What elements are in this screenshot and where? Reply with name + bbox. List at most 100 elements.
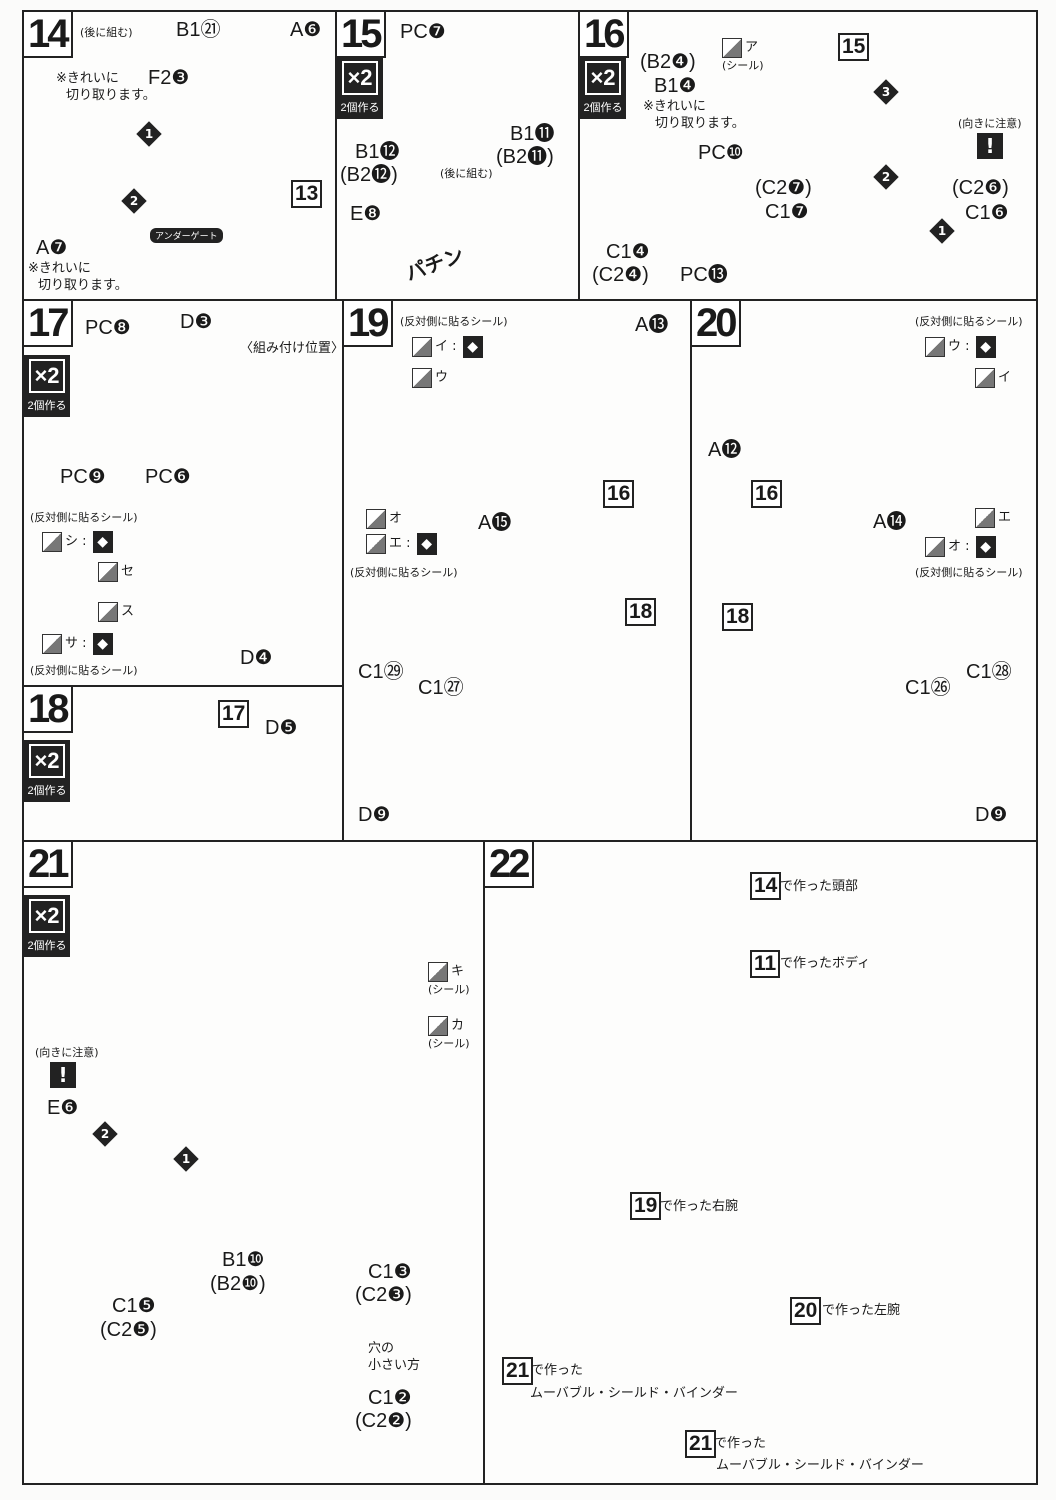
order-marker: 1 xyxy=(136,121,162,147)
part-label: A⓭ xyxy=(635,314,669,336)
cut-note: ※きれいに切り取ります。 xyxy=(56,70,156,104)
step-number: 22 xyxy=(485,842,534,888)
step-22-panel xyxy=(483,840,1038,1485)
step-ref-box: 16 xyxy=(751,480,783,508)
step-17-panel xyxy=(22,299,344,687)
flip-icon: ◆ xyxy=(92,632,113,655)
part-label: B1⓬ xyxy=(355,141,400,163)
part-label: D❹ xyxy=(240,647,273,669)
part-label: D❾ xyxy=(975,804,1008,826)
part-label: C1㉙ xyxy=(358,661,404,683)
part-label: PC❼ xyxy=(400,21,446,43)
cut-note-line1: ※きれいに xyxy=(56,71,119,86)
part-label: C1❺ xyxy=(112,1295,156,1317)
part-label: PC❻ xyxy=(145,466,191,488)
flip-icon: ◆ xyxy=(975,535,996,558)
part-label: C1㉖ xyxy=(905,677,951,699)
part-label: E❽ xyxy=(350,203,382,225)
part-label: (B2⓬) xyxy=(340,164,398,186)
part-label: E❻ xyxy=(47,1097,79,1119)
part-label: D❸ xyxy=(180,311,213,333)
part-label: (B2❿) xyxy=(210,1273,266,1295)
order-marker: 2 xyxy=(873,164,899,190)
part-label: PC⓭ xyxy=(680,264,728,286)
flip-icon: ◆ xyxy=(462,335,483,358)
mount-position-note: 〈組み付け位置〉 xyxy=(240,341,345,356)
step-ref-box: 20 xyxy=(790,1297,822,1325)
seal-marker: イ : ◆ xyxy=(412,335,483,358)
part-label: (C2❸) xyxy=(355,1284,412,1306)
opposite-seal-note: (反対側に貼るシール) xyxy=(915,566,1023,579)
part-label: B1❿ xyxy=(222,1249,265,1271)
flip-icon: ◆ xyxy=(975,335,996,358)
assemble-later-note: (後に組む) xyxy=(80,26,133,39)
callout-right-arm: で作った右腕 xyxy=(660,1199,739,1214)
callout-head: で作った頭部 xyxy=(780,879,859,894)
seal-marker: カ(シール) xyxy=(428,1014,470,1051)
seal-marker: イ xyxy=(975,366,1011,388)
step-number: 20 xyxy=(692,301,741,347)
seal-marker: ウ : ◆ xyxy=(925,335,996,358)
part-label: (C2❻) xyxy=(952,177,1009,199)
step-number: 16 xyxy=(580,12,629,58)
step-number: 19 xyxy=(344,301,393,347)
seal-marker: ウ xyxy=(412,366,448,388)
seal-marker: ス xyxy=(98,600,134,622)
warning-icon: ! xyxy=(977,133,1003,159)
step-ref-box: 18 xyxy=(625,598,657,626)
step-number: 17 xyxy=(24,301,73,347)
step-ref-box: 21 xyxy=(685,1430,717,1458)
step-ref-box: 19 xyxy=(630,1192,662,1220)
part-label: PC❽ xyxy=(85,317,131,339)
opposite-seal-note: (反対側に貼るシール) xyxy=(400,315,508,328)
callout-binder-made: で作った xyxy=(531,1363,584,1378)
callout-left-arm: で作った左腕 xyxy=(822,1303,901,1318)
part-label: A❻ xyxy=(290,19,322,41)
assemble-later-note: (後に組む) xyxy=(440,167,493,180)
flip-icon: ◆ xyxy=(92,530,113,553)
step-ref-box: 17 xyxy=(218,700,250,728)
opposite-seal-note: (反対側に貼るシール) xyxy=(30,664,138,677)
step-ref-box: 11 xyxy=(750,950,781,978)
callout-binder: ムーバブル・シールド・バインダー xyxy=(716,1458,924,1473)
orientation-note: (向きに注意) xyxy=(958,117,1022,130)
cut-note-line1: ※きれいに xyxy=(28,261,91,276)
step-20-panel xyxy=(690,299,1038,842)
order-marker: 3 xyxy=(873,79,899,105)
part-label: A❼ xyxy=(36,237,68,259)
part-label: C1❼ xyxy=(765,201,809,223)
opposite-seal-note: (反対側に貼るシール) xyxy=(350,566,458,579)
seal-marker: サ : ◆ xyxy=(42,632,113,655)
part-label: (C2❷) xyxy=(355,1410,412,1432)
part-label: C1❹ xyxy=(606,241,650,263)
part-label: PC❾ xyxy=(60,466,106,488)
seal-marker: オ : ◆ xyxy=(925,535,996,558)
step-ref-box: 13 xyxy=(291,180,323,208)
part-label: (C2❼) xyxy=(755,177,812,199)
order-marker: 2 xyxy=(121,188,147,214)
part-label: D❺ xyxy=(265,717,298,739)
flip-icon: ◆ xyxy=(416,532,437,555)
part-label: F2❸ xyxy=(148,67,190,89)
step-ref-box: 14 xyxy=(750,872,782,900)
step-19-panel xyxy=(342,299,692,842)
step-ref-box: 21 xyxy=(502,1357,534,1385)
part-label: (B2⓫) xyxy=(496,146,554,168)
step-18-panel xyxy=(22,685,344,842)
callout-body: で作ったボディ xyxy=(780,956,871,971)
order-marker: 1 xyxy=(929,218,955,244)
step-21-panel xyxy=(22,840,485,1485)
step-ref-box: 15 xyxy=(838,33,870,61)
part-label: PC❿ xyxy=(698,142,744,164)
part-label: B1㉑ xyxy=(176,19,221,41)
orientation-note: (向きに注意) xyxy=(35,1046,99,1059)
callout-binder: ムーバブル・シールド・バインダー xyxy=(530,1386,738,1401)
seal-marker: ア(シール) xyxy=(722,36,764,73)
part-label: C1㉘ xyxy=(966,661,1012,683)
part-label: B1❹ xyxy=(654,75,697,97)
seal-icon xyxy=(722,37,742,58)
